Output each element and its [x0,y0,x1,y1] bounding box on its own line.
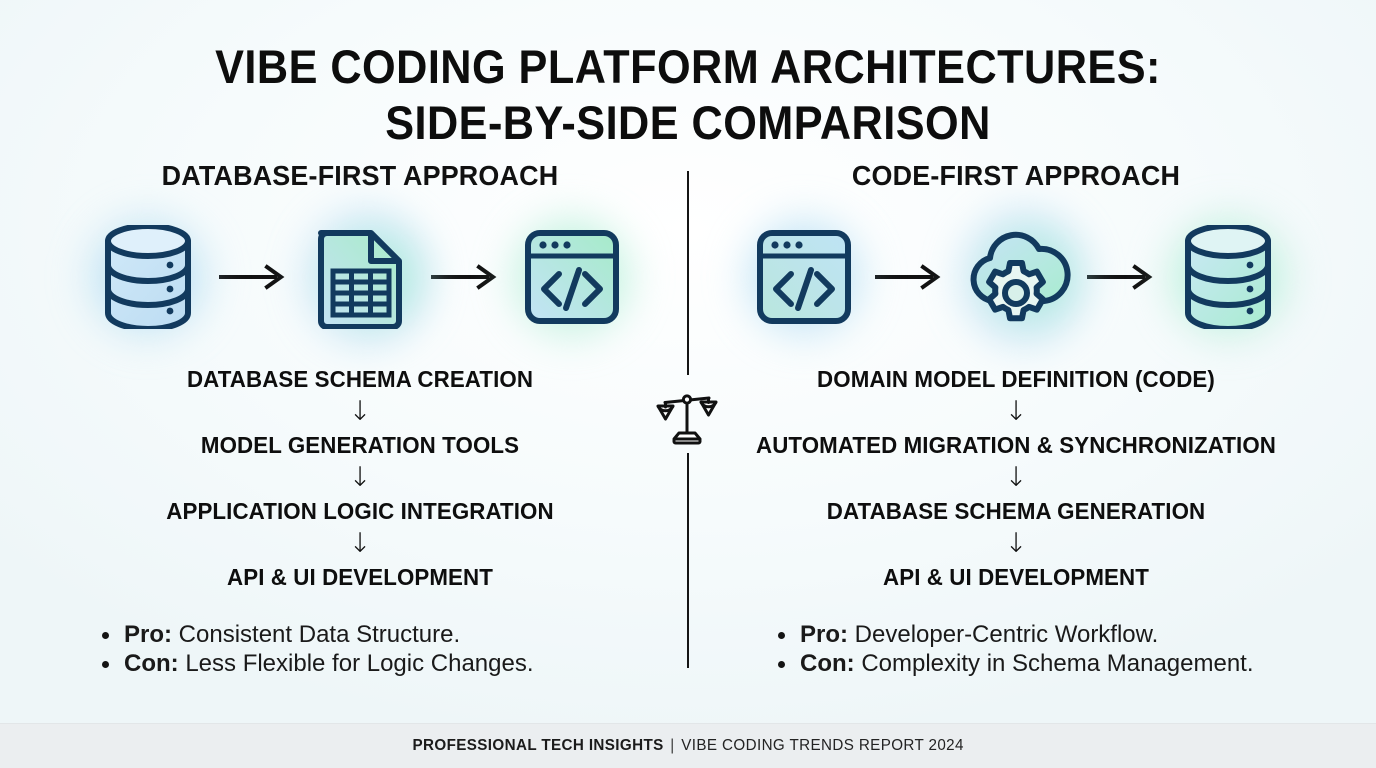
code-window-icon [731,204,877,350]
title-line-1: VIBE CODING PLATFORM ARCHITECTURES: [215,40,1161,93]
bullet-icon [102,661,109,668]
arrow-down-icon: ↓ [348,528,372,559]
step-item: API & UI DEVELOPMENT [227,564,493,590]
arrow-down-icon: ↓ [1004,396,1028,427]
point-text: Complexity in Schema Management. [861,650,1254,677]
title-line-2: SIDE-BY-SIDE COMPARISON [385,96,991,149]
bullet-icon [778,661,785,668]
code-window-icon [499,204,645,350]
point-label: Con: [124,650,179,677]
step-item: API & UI DEVELOPMENT [883,564,1149,590]
step-item: MODEL GENERATION TOOLS [200,432,520,458]
points-right: Pro: Developer-Centric Workflow. Con: Co… [720,621,1312,677]
step-item: DATABASE SCHEMA GENERATION [826,498,1206,524]
arrow-right-icon [423,257,509,297]
balance-scales-icon [656,385,718,447]
steps-left: DATABASE SCHEMA CREATION ↓ MODEL GENERAT… [64,366,656,591]
arrow-right-icon [867,257,953,297]
list-item: Con: Complexity in Schema Management. [776,650,1312,677]
icon-flow-left [64,204,656,350]
page-title: VIBE CODING PLATFORM ARCHITECTURES: SIDE… [0,40,1376,149]
footer-text: PROFESSIONAL TECH INSIGHTS | VIBE CODING T… [412,737,963,755]
point-text: Consistent Data Structure. [178,621,461,648]
steps-right: DOMAIN MODEL DEFINITION (CODE) ↓ AUTOMAT… [720,366,1312,591]
arrow-down-icon: ↓ [1004,528,1028,559]
list-item: Con: Less Flexible for Logic Changes. [100,650,656,677]
step-item: AUTOMATED MIGRATION & SYNCHRONIZATION [755,432,1277,458]
divider-line-top [687,171,689,375]
footer-separator: | [670,737,675,754]
arrow-down-icon: ↓ [348,396,372,427]
point-text: Developer-Centric Workflow. [854,621,1159,648]
point-text: Less Flexible for Logic Changes. [185,650,534,677]
step-item: APPLICATION LOGIC INTEGRATION [166,498,554,524]
points-left: Pro: Consistent Data Structure. Con: Les… [64,621,656,677]
bullet-icon [102,632,109,639]
column-heading-left: DATABASE-FIRST APPROACH [161,160,559,191]
point-label: Pro: [800,621,848,648]
arrow-down-icon: ↓ [1004,462,1028,493]
column-code-first: CODE-FIRST APPROACH [720,160,1312,679]
step-item: DOMAIN MODEL DEFINITION (CODE) [817,366,1215,392]
column-heading-right: CODE-FIRST APPROACH [851,160,1181,191]
footer-brand: PROFESSIONAL TECH INSIGHTS [412,737,664,754]
bullet-icon [778,632,785,639]
arrow-right-icon [1079,257,1165,297]
column-database-first: DATABASE-FIRST APPROACH [64,160,656,679]
point-label: Con: [800,650,855,677]
point-label: Pro: [124,621,172,648]
footer-subtitle: VIBE CODING TRENDS REPORT 2024 [681,737,964,754]
icon-flow-right [720,204,1312,350]
arrow-right-icon [211,257,297,297]
database-icon [1155,204,1301,350]
spreadsheet-document-icon [287,204,433,350]
divider-line-bottom [687,453,689,668]
cloud-gear-icon [943,204,1089,350]
step-item: DATABASE SCHEMA CREATION [186,366,534,392]
arrow-down-icon: ↓ [348,462,372,493]
database-icon [75,204,221,350]
list-item: Pro: Consistent Data Structure. [100,621,656,648]
footer-bar: PROFESSIONAL TECH INSIGHTS | VIBE CODING T… [0,723,1376,768]
list-item: Pro: Developer-Centric Workflow. [776,621,1312,648]
